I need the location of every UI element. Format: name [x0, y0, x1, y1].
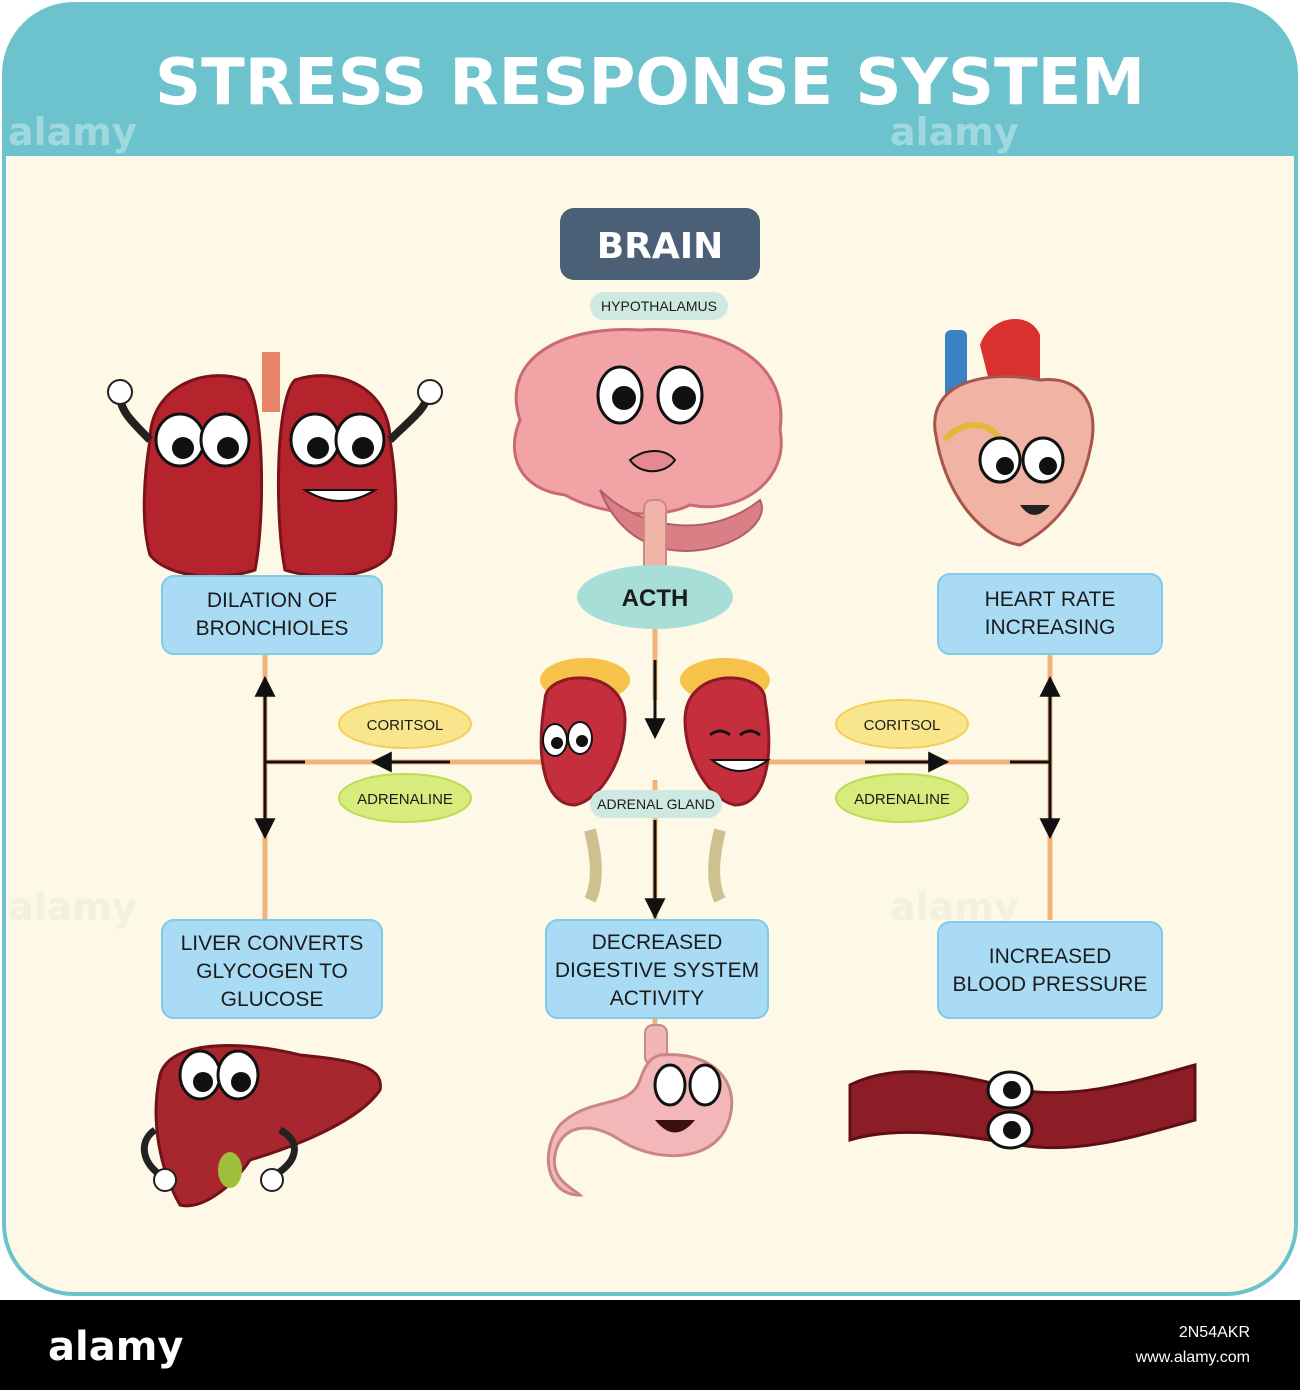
- diagram-title: STRESS RESPONSE SYSTEM: [155, 46, 1145, 120]
- right-adrenaline-pill: ADRENALINE: [835, 773, 969, 823]
- adrenal-gland-label: ADRENAL GLAND: [597, 796, 715, 812]
- adrenal-gland-pill: ADRENAL GLAND: [590, 790, 722, 818]
- footer-url: www.alamy.com: [1135, 1349, 1250, 1366]
- hypothalamus-pill: HYPOTHALAMUS: [590, 292, 728, 320]
- footer-logo: alamy: [48, 1324, 183, 1370]
- right-coritsol-pill: CORITSOL: [835, 699, 969, 749]
- coritsol-label: CORITSOL: [367, 717, 444, 734]
- box-line: DECREASED: [592, 931, 723, 954]
- box-line: GLUCOSE: [221, 988, 324, 1011]
- watermark-text: alamy: [8, 110, 137, 154]
- watermark-text: alamy: [8, 885, 137, 929]
- footer-bar: alamy 2N54AKR www.alamy.com: [0, 1300, 1300, 1390]
- blood-pressure-arrow: [1010, 760, 1061, 840]
- liver-illustration: [140, 1043, 382, 1208]
- arrows: [254, 660, 1061, 920]
- kidneys-illustration: [539, 658, 771, 903]
- coritsol-label: CORITSOL: [864, 717, 941, 734]
- box-line: HEART RATE: [985, 588, 1116, 611]
- box-line: INCREASING: [985, 616, 1116, 639]
- box-liver: LIVER CONVERTS GLYCOGEN TO GLUCOSE: [161, 919, 383, 1019]
- watermarks: alamy alamy alamy alamy: [8, 110, 1019, 929]
- hypothalamus-label: HYPOTHALAMUS: [601, 298, 717, 314]
- box-line: LIVER CONVERTS: [181, 932, 364, 955]
- lungs-illustration: [107, 352, 443, 578]
- left-adrenaline-pill: ADRENALINE: [338, 773, 472, 823]
- box-heart-rate: HEART RATE INCREASING: [937, 573, 1163, 655]
- brain-label: BRAIN: [597, 226, 724, 267]
- box-blood-pressure: INCREASED BLOOD PRESSURE: [937, 921, 1163, 1019]
- footer-image-id: 2N54AKR: [1179, 1324, 1250, 1341]
- box-line: DIGESTIVE SYSTEM: [555, 959, 759, 982]
- box-digestive: DECREASED DIGESTIVE SYSTEM ACTIVITY: [545, 919, 769, 1019]
- box-line: GLYCOGEN TO: [196, 960, 348, 983]
- box-line: ACTIVITY: [610, 987, 705, 1010]
- box-bronchioles: DILATION OF BRONCHIOLES: [161, 575, 383, 655]
- box-line: BLOOD PRESSURE: [953, 973, 1148, 996]
- brain-illustration: [512, 328, 783, 581]
- box-line: INCREASED: [989, 945, 1112, 968]
- box-line: DILATION OF: [207, 589, 337, 612]
- stomach-illustration: [546, 1024, 734, 1197]
- blood-vessel-illustration: [848, 1063, 1197, 1150]
- adrenaline-label: ADRENALINE: [854, 791, 950, 808]
- adrenaline-label: ADRENALINE: [357, 791, 453, 808]
- brain-badge: BRAIN: [560, 208, 760, 280]
- left-coritsol-pill: CORITSOL: [338, 699, 472, 749]
- watermark-text: alamy: [890, 110, 1019, 154]
- liver-arrow: [254, 760, 305, 840]
- box-line: BRONCHIOLES: [196, 617, 349, 640]
- header-band: [4, 4, 1296, 156]
- acth-pill: ACTH: [577, 565, 733, 629]
- acth-label: ACTH: [622, 585, 689, 612]
- heart-illustration: [933, 318, 1095, 547]
